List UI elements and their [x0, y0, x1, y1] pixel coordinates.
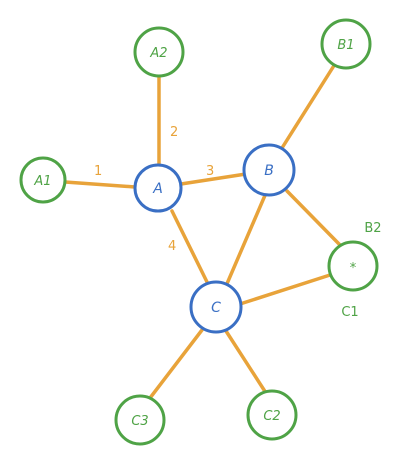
edge-a-b: [179, 172, 248, 186]
edge-b-c: [224, 191, 268, 288]
edge-c-c3: [148, 328, 204, 400]
node-star: *: [327, 240, 379, 292]
node-c-label: C: [211, 300, 221, 316]
node-a1: A1: [19, 156, 67, 204]
edge-b1-b: [280, 62, 337, 150]
edge-star-c: [238, 273, 332, 306]
node-c2-label: C2: [263, 409, 280, 424]
edge-label-3: 3: [206, 164, 214, 179]
node-a: A: [133, 163, 183, 213]
node-c2: C2: [246, 389, 298, 441]
edge-label-2: 2: [170, 125, 178, 140]
node-b: B: [242, 143, 296, 197]
edge-c-c2: [224, 329, 268, 395]
node-a1-label: A1: [33, 174, 51, 189]
node-c: C: [189, 280, 243, 334]
node-c3-label: C3: [131, 414, 148, 429]
node-c3: C3: [114, 394, 166, 446]
node-star-label: *: [350, 261, 357, 276]
node-b1: B1: [320, 18, 372, 70]
node-a2: A2: [133, 26, 185, 78]
edge-a1-a: [63, 180, 137, 189]
label-c1: C1: [341, 305, 358, 320]
node-a2-label: A2: [149, 46, 167, 61]
node-a-label: A: [152, 181, 163, 197]
edge-label-1: 1: [94, 164, 102, 179]
edge-label-4: 4: [168, 239, 176, 254]
node-b-label: B: [264, 163, 274, 179]
node-b1-label: B1: [337, 38, 354, 53]
edge-b-star: [285, 189, 342, 247]
label-b2: B2: [364, 221, 381, 236]
edge-a-c: [170, 209, 210, 286]
